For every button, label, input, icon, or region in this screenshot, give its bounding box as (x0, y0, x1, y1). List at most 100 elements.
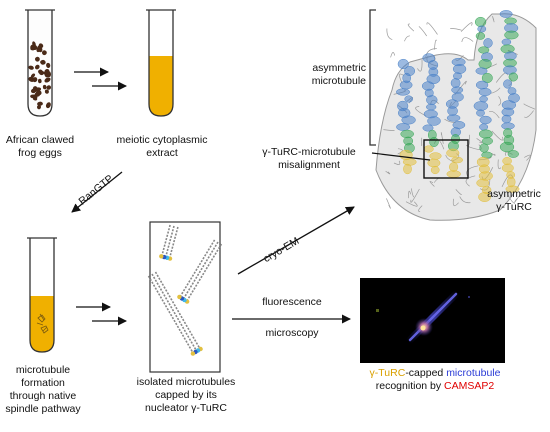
protein-density (503, 80, 511, 89)
label-line: extract (112, 147, 212, 160)
label-line: recognition by CAMSAP2 (360, 380, 510, 393)
protein-density (477, 179, 489, 187)
protein-density (396, 89, 409, 96)
protein-density (480, 116, 492, 124)
protein-density (396, 123, 409, 130)
protein-density (453, 64, 466, 73)
protein-density (479, 124, 487, 130)
label-line: γ-TuRC (478, 201, 550, 214)
protein-density (449, 162, 458, 171)
protein-density (480, 144, 489, 153)
label-line: γ-TuRC-microtubule (248, 146, 370, 159)
label-frog-eggs: African clawed frog eggs (0, 134, 80, 160)
text-gamma-turc: γ-TuRC (370, 367, 406, 379)
density-contour (408, 24, 414, 31)
protein-density (426, 95, 437, 104)
test-tube-formation (27, 238, 57, 352)
text-capped: -capped (405, 367, 446, 379)
isolated-box (149, 222, 222, 372)
label-fluor-1: fluorescence (244, 296, 340, 309)
protein-density (478, 26, 486, 32)
label-line: capped by its (118, 389, 254, 402)
label-extract: meiotic cytoplasmic extract (112, 134, 212, 160)
protein-density (502, 108, 514, 116)
protein-density (478, 47, 489, 54)
density-contour (427, 23, 438, 35)
density-contour (386, 198, 390, 208)
label-line: asymmetric (296, 62, 366, 75)
asym-mt-bracket (370, 10, 376, 145)
test-tube-eggs (25, 10, 55, 116)
label-isolated: isolated microtubules capped by its nucl… (118, 376, 254, 415)
label-line: formation (0, 377, 86, 390)
label-line: through native (0, 390, 86, 403)
label-line: spindle pathway (0, 403, 86, 416)
arrow-formation-to-isolated (76, 307, 126, 321)
density-contour (462, 38, 473, 42)
label-misalign: γ-TuRC-microtubule misalignment (248, 146, 370, 172)
protein-density (424, 146, 433, 153)
text-recognition-by: recognition by (376, 380, 444, 392)
protein-density (476, 33, 485, 40)
label-line: asymmetric (478, 188, 550, 201)
density-contour (391, 52, 395, 57)
protein-density (484, 38, 493, 47)
protein-density (452, 157, 463, 163)
density-contour (435, 40, 437, 50)
gamma-turc-cap (191, 351, 195, 355)
label-line: meiotic cytoplasmic (112, 134, 212, 147)
protein-density (502, 164, 513, 172)
label-formation: microtubule formation through native spi… (0, 364, 86, 416)
protein-density (505, 18, 517, 24)
label-line: microtubule (296, 75, 366, 88)
gamma-turc-cap (177, 295, 181, 299)
protein-density (507, 177, 515, 187)
text-camsap2: CAMSAP2 (444, 380, 494, 392)
protein-density (401, 130, 414, 138)
label-asym-mt: asymmetric microtubule (296, 62, 366, 88)
label-line: γ-TuRC-capped microtubule (360, 367, 510, 380)
label-recognition: γ-TuRC-capped microtubule recognition by… (360, 367, 510, 393)
protein-density (508, 150, 519, 157)
protein-density (405, 96, 413, 103)
protein-density (476, 110, 484, 117)
protein-density (479, 88, 491, 96)
protein-density (500, 10, 512, 17)
protein-density (447, 115, 460, 122)
protein-density (479, 130, 492, 138)
label-line: misalignment (248, 159, 370, 172)
protein-density (430, 153, 442, 160)
protein-density (403, 159, 416, 166)
protein-density (402, 116, 416, 124)
protein-density (451, 78, 460, 87)
protein-density (431, 166, 439, 174)
density-contour (419, 26, 427, 36)
density-contour (450, 28, 461, 30)
text-microtubule: microtubule (446, 367, 500, 379)
density-contour (404, 36, 410, 41)
density-contour (387, 28, 392, 39)
protein-density (403, 164, 411, 174)
protein-density (475, 17, 486, 27)
protein-density (474, 101, 488, 110)
test-tube-extract (146, 10, 176, 116)
protein-density (452, 87, 463, 94)
protein-density (479, 59, 492, 69)
gamma-turc-cap (159, 254, 163, 258)
protein-density (503, 157, 512, 164)
fluor-image (360, 278, 505, 363)
label-asym-turc: asymmetric γ-TuRC (478, 188, 550, 214)
protein-density (428, 117, 441, 126)
protein-density (400, 81, 412, 89)
arrow-eggs-to-extract (74, 72, 126, 86)
protein-density (505, 31, 519, 39)
protein-density (509, 73, 518, 81)
protein-density (447, 149, 460, 157)
protein-density (476, 81, 488, 89)
label-line: microtubule (0, 364, 86, 377)
protein-density (502, 115, 511, 123)
label-line: isolated microtubules (118, 376, 254, 389)
label-fluor-2: microscopy (244, 327, 340, 340)
protein-density (448, 107, 458, 116)
